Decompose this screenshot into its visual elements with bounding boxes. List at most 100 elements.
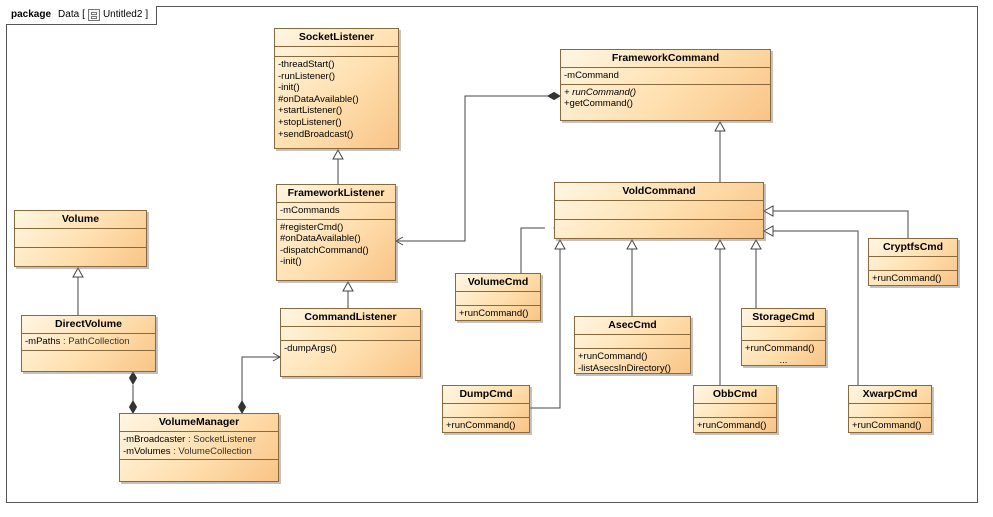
attribute-type: : SocketListener [185,434,257,445]
operations-compartment [120,460,278,464]
operations-compartment [15,248,146,252]
operation: +sendBroadcast() [278,128,354,140]
class-name: VolumeCmd [456,274,540,292]
class-diagram-icon [87,9,100,21]
operation: -init() [280,256,302,268]
attributes-compartment [281,327,420,341]
operation: +runCommand() [745,343,815,354]
operations-compartment: + runCommand()+getCommand() [561,85,770,112]
operation: +startListener() [278,105,343,117]
operations-compartment: -threadStart()-runListener()-init()#onDa… [275,57,398,142]
operation: +stopListener() [278,116,342,128]
operation: -runListener() [278,70,336,82]
attributes-compartment [869,257,957,271]
operation: #onDataAvailable() [280,233,361,245]
attributes-compartment [15,229,146,248]
class-name: SocketListener [275,29,398,47]
frame-diagram-name: Untitled2 [102,9,143,20]
attribute: -mPaths : PathCollection [25,336,152,348]
class-asec-cmd[interactable]: AsecCmd +runCommand()-listAsecsInDirector… [574,316,691,374]
operations-compartment: +runCommand() [443,418,529,434]
operation: #registerCmd() [280,221,344,233]
operations-compartment: +runCommand() [456,306,540,322]
operation: -init() [278,82,300,94]
attributes-compartment [443,404,529,418]
class-dump-cmd[interactable]: DumpCmd +runCommand() [442,385,530,433]
attributes-compartment: -mPaths : PathCollection [22,334,155,351]
class-storage-cmd[interactable]: StorageCmd +runCommand()... [741,308,826,366]
operations-compartment: #registerCmd()#onDataAvailable()-dispatc… [277,220,395,270]
class-name: FrameworkCommand [561,50,770,68]
operations-compartment [22,351,155,355]
class-name: StorageCmd [742,309,825,327]
attribute-type: : VolumeCollection [170,445,252,457]
operation: +runCommand() [578,351,648,362]
class-volume-manager[interactable]: VolumeManager-mBroadcaster : SocketListe… [119,413,279,482]
class-framework-listener[interactable]: FrameworkListener -mCommands #registerCmd(… [276,184,396,281]
class-name: DirectVolume [22,316,155,334]
class-name: AsecCmd [575,317,690,335]
operation: -dispatchCommand() [280,244,369,256]
class-vold-command[interactable]: VoldCommand [554,182,764,239]
attributes-compartment [575,335,690,349]
attributes-compartment [275,47,398,57]
operation: #onDataAvailable() [278,93,359,105]
class-name: FrameworkListener [277,185,395,203]
operation: ... [779,354,788,366]
attributes-compartment [555,201,763,220]
class-name: CommandListener [281,309,420,327]
attributes-compartment: -mCommand [561,68,770,85]
operations-compartment: +runCommand()-listAsecsInDirectory() [575,349,690,376]
attributes-compartment [849,404,931,418]
operation: +runCommand() [459,308,529,319]
operation: -listAsecsInDirectory() [578,362,671,374]
operation: +runCommand() [872,273,942,284]
frame-keyword: package [11,9,52,20]
class-cryptfs-cmd[interactable]: CryptfsCmd +runCommand() [868,238,958,286]
operation: +runCommand() [446,420,516,431]
frame-name: Data [58,9,80,20]
class-name: CryptfsCmd [869,239,957,257]
operations-compartment: +runCommand() [849,418,931,434]
class-obb-cmd[interactable]: ObbCmd +runCommand() [693,385,777,433]
attributes-compartment [742,327,825,341]
attribute: -mVolumes : VolumeCollection [123,446,275,458]
class-xwarp-cmd[interactable]: XwarpCmd +runCommand() [848,385,932,433]
operations-compartment: +runCommand() [869,271,957,287]
package-frame-tab: package Data [ Untitled2 ] [6,6,158,25]
frame-bracket-close: ] [145,9,149,20]
class-framework-command[interactable]: FrameworkCommand -mCommand + runCommand()+… [560,49,771,121]
class-name: XwarpCmd [849,386,931,404]
package-frame [6,6,978,503]
attribute-type: : PathCollection [60,336,130,347]
class-name: VolumeManager [120,414,278,432]
attribute: -mCommands [280,205,340,216]
attribute: -mCommand [564,70,619,81]
class-volume[interactable]: Volume [14,210,147,267]
attribute-name: -mVolumes [123,445,171,457]
operations-compartment: -dumpArgs() [281,341,420,357]
class-name: VoldCommand [555,183,763,201]
operation: +runCommand() [852,420,922,431]
operation: -dumpArgs() [284,343,337,354]
operation: -threadStart() [278,59,335,70]
operations-compartment [555,220,763,224]
operations-compartment: +runCommand() [694,418,776,434]
class-name: DumpCmd [443,386,529,404]
class-direct-volume[interactable]: DirectVolume -mPaths : PathCollection [21,315,156,372]
class-name: ObbCmd [694,386,776,404]
class-socket-listener[interactable]: SocketListener -threadStart()-runListener… [274,28,399,149]
attribute: -mBroadcaster : SocketListener [123,434,275,446]
attribute-name: -mPaths [25,336,61,347]
attributes-compartment: -mCommands [277,203,395,220]
operation: + runCommand() [564,86,637,98]
frame-bracket-open: [ [82,9,85,20]
class-volume-cmd[interactable]: VolumeCmd +runCommand() [455,273,541,321]
attribute-name: -mBroadcaster [123,434,186,445]
operation: +runCommand() [697,420,767,431]
attributes-compartment [456,292,540,306]
operation: +getCommand() [564,98,633,110]
class-command-listener[interactable]: CommandListener -dumpArgs() [280,308,421,377]
operations-compartment: +runCommand()... [742,341,825,368]
attributes-compartment: -mBroadcaster : SocketListener-mVolumes … [120,432,278,461]
